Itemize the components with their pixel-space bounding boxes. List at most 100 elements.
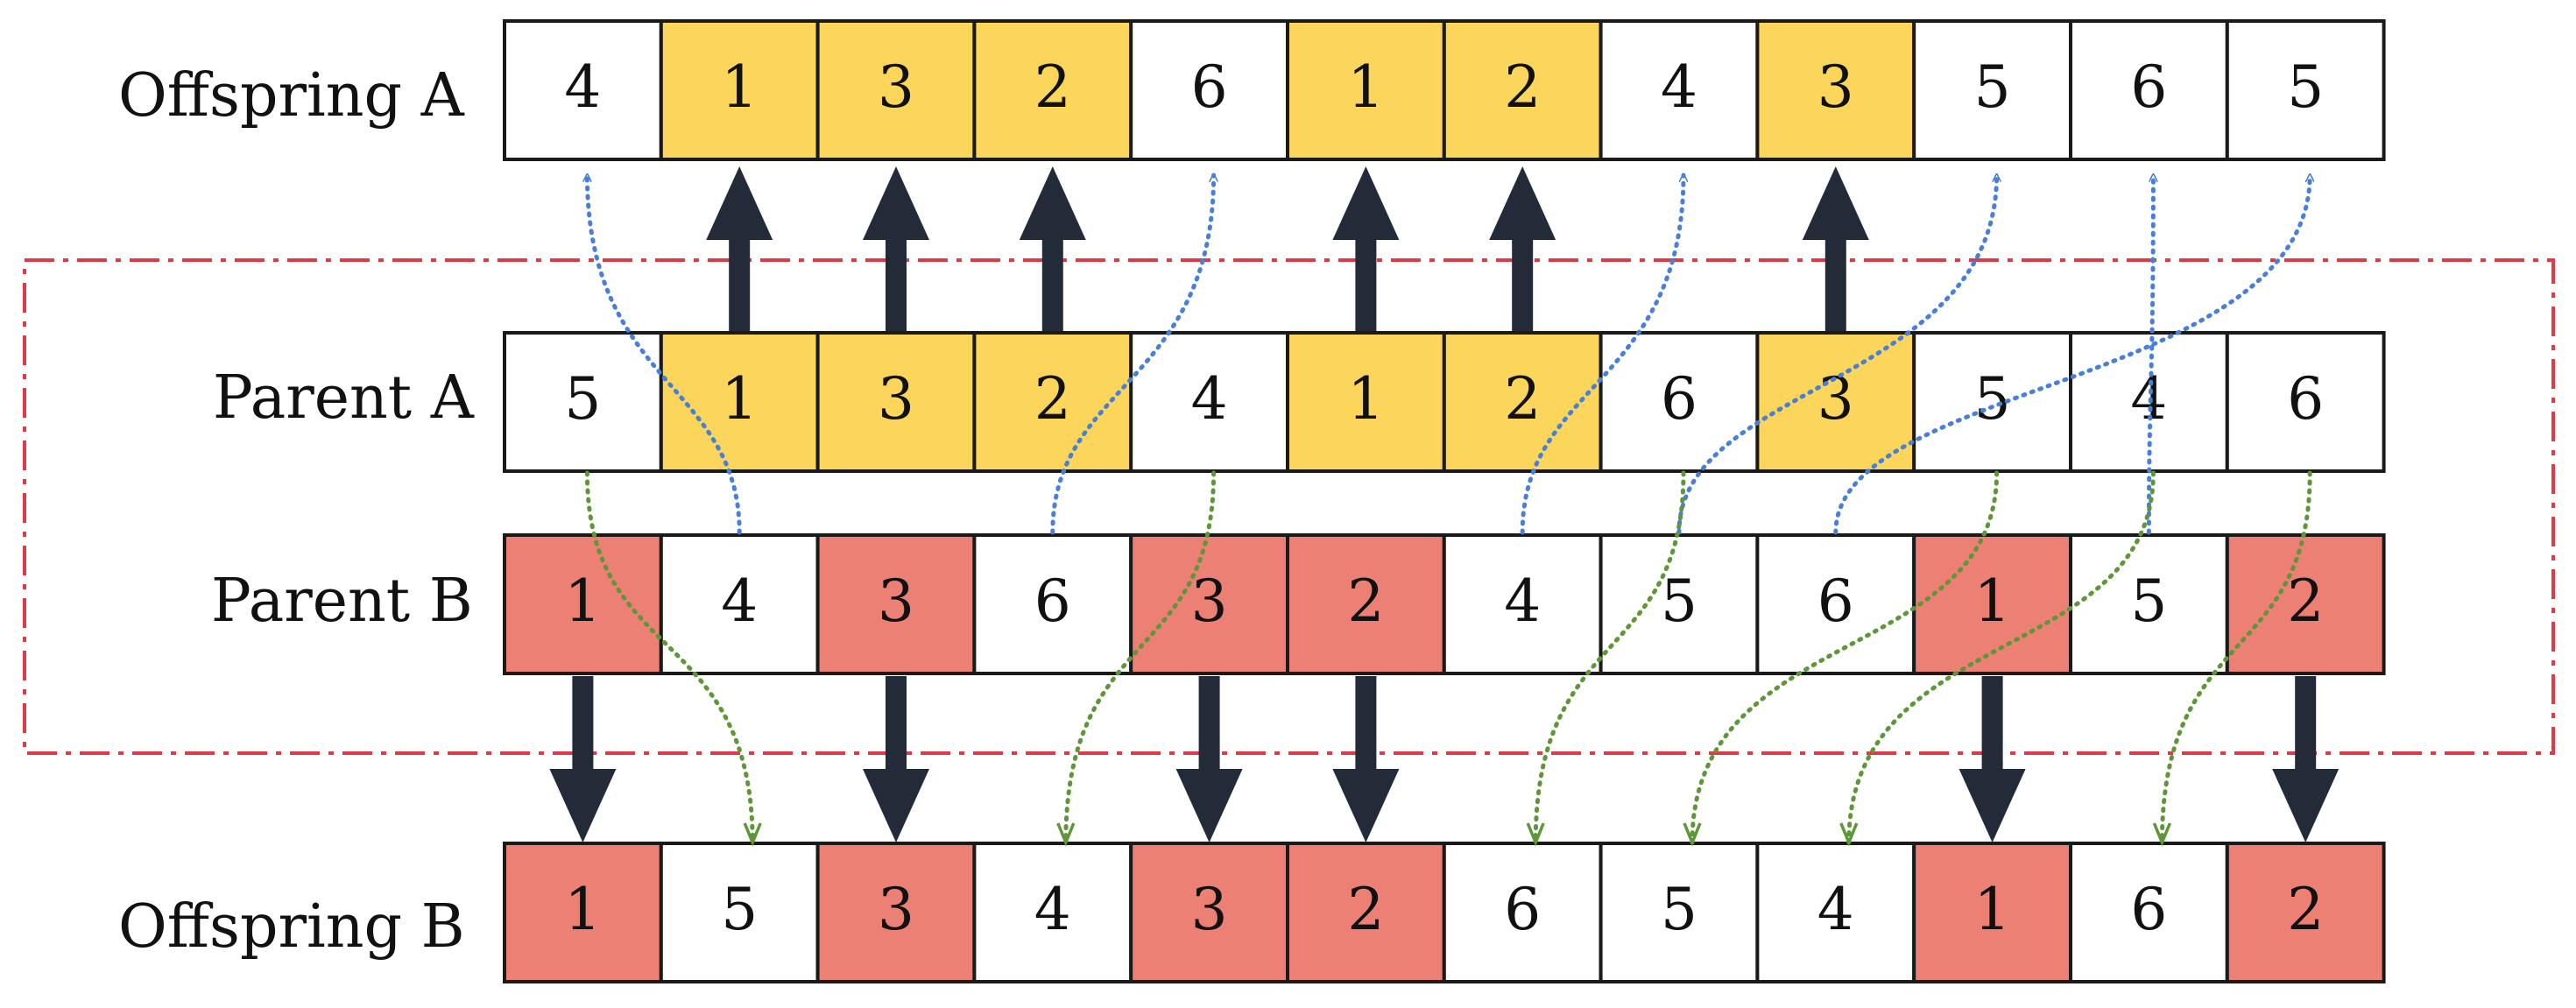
offspring-a-gene-value: 6: [2130, 53, 2167, 121]
parent-a-gene-cell: [1129, 331, 1289, 473]
parent-a-gene-value: 3: [878, 365, 914, 433]
offspring-a-gene-cell: [1912, 19, 2072, 161]
offspring-a-gene-value: 1: [1347, 53, 1384, 121]
inherit-down-arrow: [1958, 676, 2026, 842]
offspring-b-gene-cell: [2069, 842, 2229, 983]
parent-b-gene-value: 6: [1817, 567, 1854, 635]
offspring-a-gene-cell: [1755, 19, 1916, 161]
parent-b-gene-cell: [1286, 533, 1446, 675]
mapping-arrow-green: [1690, 470, 2000, 845]
parent-a-gene-cell: [1912, 331, 2072, 473]
parent-a-gene-value: 1: [1347, 365, 1384, 433]
offspring-a-gene-cell: [659, 19, 820, 161]
inherit-up-arrow: [1019, 166, 1086, 331]
offspring-a-gene-value: 5: [1974, 53, 2011, 121]
parents-frame: [23, 258, 2555, 755]
offspring-b-label: Offspring B: [118, 892, 465, 962]
parent-a-gene-cell: [1286, 331, 1446, 473]
parent-b-gene-cell: [503, 533, 663, 675]
parent-a-gene-value: 3: [1817, 365, 1854, 433]
parent-b-gene-value: 5: [1661, 567, 1697, 635]
offspring-a-gene-value: 2: [1504, 53, 1541, 121]
parent-b-gene-cell: [2069, 533, 2229, 675]
inherit-up-arrow: [706, 166, 773, 331]
parent-b-gene-cell: [1129, 533, 1289, 675]
inherit-down-arrow: [863, 676, 929, 842]
mapping-arrow-green: [1533, 470, 1686, 845]
inherit-up-arrow: [1332, 166, 1400, 331]
mapping-arrow-blue: [587, 173, 742, 535]
offspring-a-gene-value: 3: [1817, 53, 1854, 121]
offspring-a-gene-cell: [1599, 19, 1760, 161]
offspring-a-gene-cell: [2225, 19, 2386, 161]
offspring-a-gene-cell: [972, 19, 1133, 161]
parent-b-gene-value: 6: [1034, 567, 1071, 635]
parent-b-gene-cell: [1912, 533, 2072, 675]
parent-a-gene-value: 6: [2287, 365, 2324, 433]
parent-b-gene-value: 1: [564, 567, 601, 635]
inherit-down-arrow: [1175, 676, 1243, 842]
offspring-b-gene-cell: [1599, 842, 1760, 983]
parent-a-gene-value: 5: [1974, 365, 2011, 433]
parent-b-gene-value: 2: [1347, 567, 1384, 635]
parent-b-gene-value: 2: [2287, 567, 2324, 635]
offspring-b-gene-cell: [1129, 842, 1289, 983]
mapping-arrow-blue: [1833, 173, 2310, 535]
offspring-a-gene-value: 3: [878, 53, 914, 121]
inherit-up-arrow: [1489, 166, 1556, 331]
offspring-b-gene-cell: [815, 842, 977, 983]
offspring-a-gene-value: 4: [1661, 53, 1697, 121]
parent-a-gene-value: 6: [1661, 365, 1697, 433]
mapping-arrow-blue: [1050, 173, 1214, 535]
parent-b-gene-value: 3: [1191, 567, 1228, 635]
offspring-b-gene-cell: [1755, 842, 1916, 983]
parent-b-gene-cell: [972, 533, 1133, 675]
mapping-arrow-blue: [1520, 173, 1683, 535]
parent-b-gene-cell: [1442, 533, 1603, 675]
offspring-a-gene-value: 6: [1191, 53, 1228, 121]
offspring-a-gene-value: 2: [1034, 53, 1071, 121]
parent-a-label: Parent A: [213, 363, 474, 433]
offspring-b-gene-cell: [503, 842, 663, 983]
offspring-a-gene-value: 1: [721, 53, 758, 121]
mapping-arrow-green: [1846, 470, 2156, 845]
inherit-down-arrow: [1332, 676, 1400, 842]
offspring-b-gene-value: 3: [878, 876, 914, 943]
parent-a-gene-value: 1: [721, 365, 758, 433]
parent-a-gene-cell: [2225, 331, 2386, 473]
parent-a-gene-value: 5: [564, 365, 601, 433]
offspring-b-gene-value: 6: [1504, 876, 1541, 943]
offspring-a-gene-value: 4: [564, 53, 601, 121]
parent-a-gene-value: 4: [1191, 365, 1228, 433]
mapping-arrowhead-green: [1056, 822, 1076, 847]
mapping-arrow-green: [584, 470, 755, 845]
mapping-arrowhead-green: [2152, 822, 2172, 847]
offspring-b-gene-cell: [972, 842, 1133, 983]
offspring-a-gene-cell: [503, 19, 663, 161]
mapping-arrow-green: [1063, 470, 1217, 845]
offspring-b-gene-value: 5: [721, 876, 758, 943]
parent-a-gene-cell: [1755, 331, 1916, 473]
parent-a-gene-cell: [1599, 331, 1760, 473]
offspring-b-gene-value: 4: [1817, 876, 1854, 943]
parent-b-label: Parent B: [211, 567, 473, 636]
inherit-down-arrow: [2272, 676, 2340, 842]
parent-b-gene-value: 3: [878, 567, 914, 635]
offspring-b-gene-value: 4: [1034, 876, 1071, 943]
offspring-b-gene-value: 1: [1974, 876, 2011, 943]
mapping-arrowhead-green: [743, 822, 762, 847]
parent-a-gene-value: 2: [1504, 365, 1541, 433]
offspring-a-label: Offspring A: [118, 61, 464, 130]
mapping-arrowhead-green: [1839, 822, 1859, 847]
parent-b-gene-value: 1: [1974, 567, 2011, 635]
offspring-a-gene-cell: [1286, 19, 1446, 161]
mapping-arrowhead-green: [1683, 822, 1702, 847]
parent-b-gene-value: 4: [1504, 567, 1541, 635]
offspring-b-gene-value: 6: [2130, 876, 2167, 943]
inherit-up-arrow: [863, 166, 929, 331]
mapping-arrow-blue: [2146, 173, 2153, 535]
